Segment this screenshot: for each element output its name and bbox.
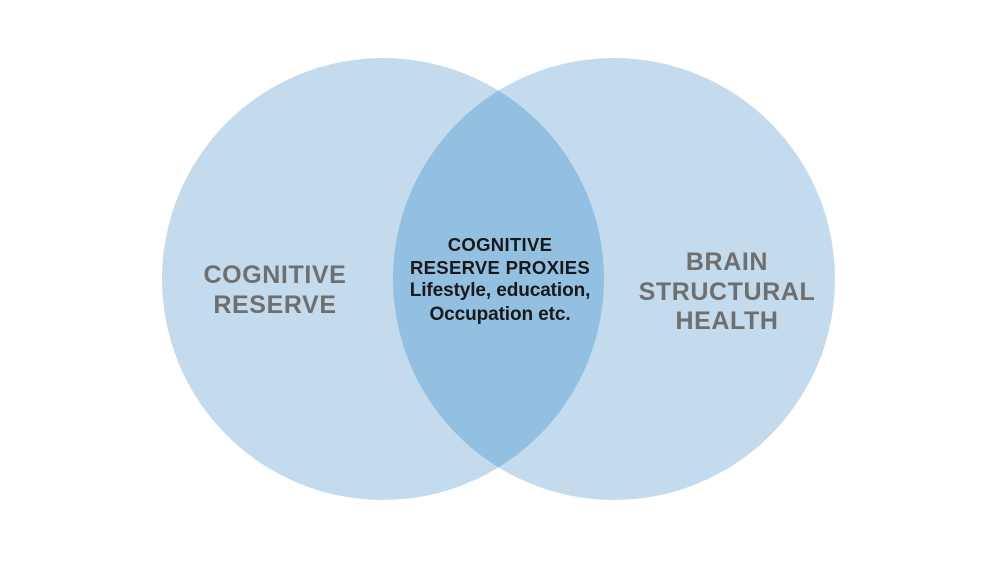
overlap-lens [393,58,604,500]
intersection-label: COGNITIVE RESERVE PROXIES Lifestyle, edu… [390,233,610,327]
intersection-label-line-2: RESERVE PROXIES [410,257,590,279]
left-set-label-line-1: COGNITIVE [203,261,347,289]
intersection-label-line-3: Lifestyle, education, [409,280,591,302]
left-set-label-line-2: RESERVE [213,290,337,319]
right-set-label-line-3: HEALTH [675,307,779,335]
overlap-region-group [393,58,604,500]
right-set-label: BRAIN STRUCTURAL HEALTH [627,248,827,337]
left-set-label: COGNITIVE RESERVE [175,261,375,320]
right-set-label-line-2: STRUCTURAL [638,277,816,306]
intersection-label-line-1: COGNITIVE [447,234,553,255]
intersection-label-line-4: Occupation etc. [429,304,571,326]
right-set-label-line-1: BRAIN [685,248,769,276]
